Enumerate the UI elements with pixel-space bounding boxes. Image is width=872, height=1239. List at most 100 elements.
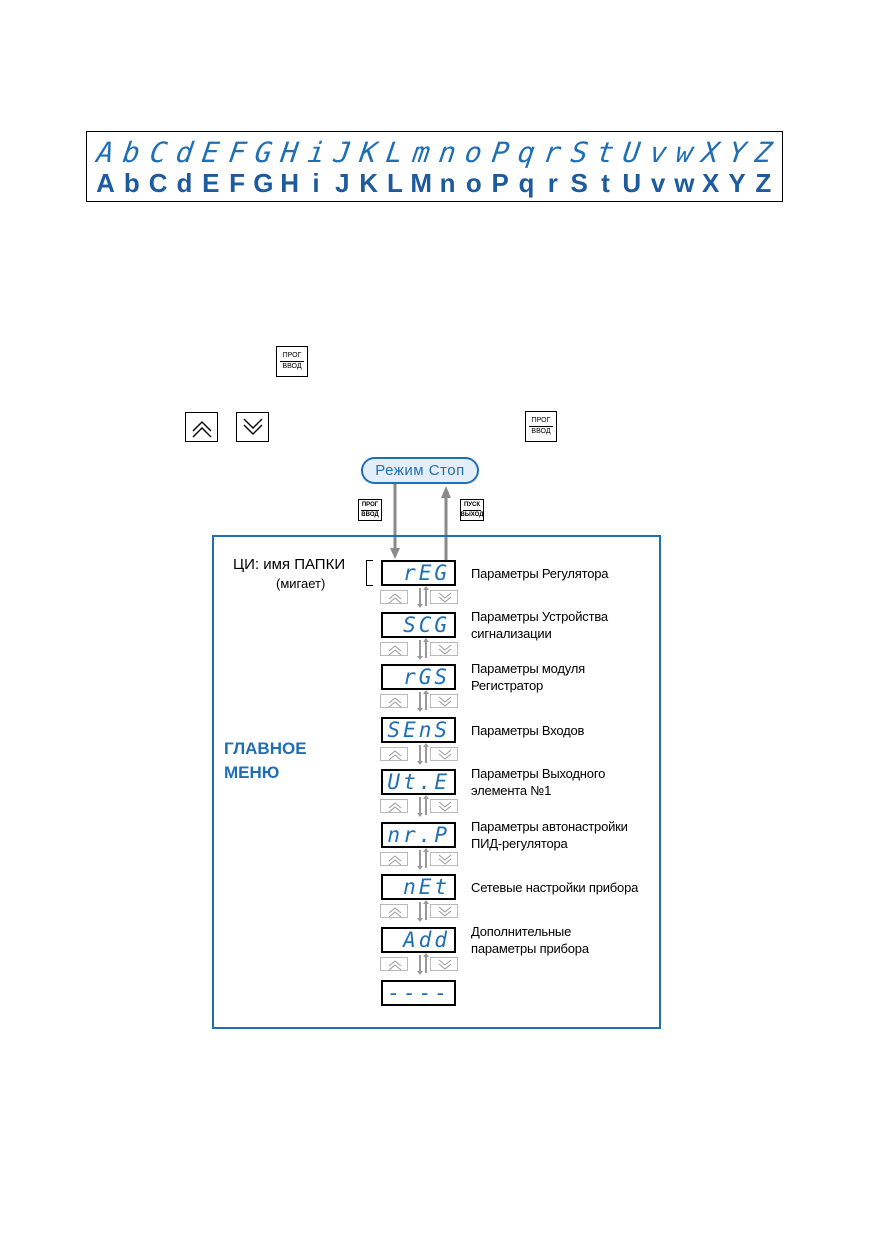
- ci-folder-label: ЦИ: имя ПАПКИ: [233, 556, 346, 573]
- menu-display-code: Add: [403, 928, 450, 952]
- menu-nav-row: [380, 743, 460, 765]
- menu-display-code: oUt.E: [383, 770, 450, 794]
- latin-letter: Z: [755, 168, 772, 198]
- menu-item-description: Параметры Регулятора: [471, 565, 609, 581]
- menu-display: rEG: [381, 560, 456, 586]
- up-down-flow-icon: [416, 848, 430, 870]
- prog-key-small: ПРОГ ВВОД: [358, 499, 382, 521]
- up-arrow-icon: [380, 590, 408, 604]
- menu-display: Add: [381, 927, 456, 953]
- menu-item-description: Дополнительные параметры прибора: [471, 924, 589, 956]
- prog-key-icon: ПРОГ ВВОД: [276, 346, 308, 377]
- up-arrow-icon: [380, 747, 408, 761]
- menu-display-code: rGS: [403, 665, 450, 689]
- menu-display: nEt: [381, 874, 456, 900]
- latin-letter: q: [518, 168, 535, 198]
- prog-key-bottom-label: ВВОД: [282, 363, 302, 370]
- main-menu-label: ГЛАВНОЕ МЕНЮ: [224, 739, 307, 782]
- menu-item-description: Параметры автонастройки ПИД-регулятора: [471, 819, 628, 851]
- menu-item-description: Параметры Выходного элемента №1: [471, 766, 606, 798]
- latin-letter: J: [335, 168, 350, 198]
- menu-display-code: SEnS: [387, 718, 450, 742]
- menu-item-description: Параметры Устройства сигнализации: [471, 609, 608, 641]
- menu-nav-row: [380, 690, 460, 712]
- down-arrow-icon: [430, 957, 458, 971]
- main-menu-frame: [212, 535, 661, 1029]
- latin-letter: w: [674, 168, 695, 198]
- menu-nav-row: [380, 953, 460, 975]
- stop-mode-pill: Режим Стоп: [361, 457, 479, 484]
- latin-letter: A: [96, 168, 115, 198]
- menu-display: rGS: [381, 664, 456, 690]
- menu-display: ----: [381, 980, 456, 1006]
- up-down-flow-icon: [416, 900, 430, 922]
- down-arrow-icon: [430, 642, 458, 656]
- up-down-flow-icon: [416, 953, 430, 975]
- ci-bracket: [366, 560, 373, 586]
- latin-letter: P: [491, 168, 509, 198]
- up-down-flow-icon: [416, 690, 430, 712]
- down-arrow-icon: [430, 852, 458, 866]
- latin-letter: H: [280, 168, 300, 198]
- up-arrow-icon: [380, 852, 408, 866]
- up-arrow-icon: [380, 642, 408, 656]
- menu-display: SEnS: [381, 717, 456, 743]
- prog-key-bottom-label: ВВОД: [361, 511, 379, 518]
- down-arrow-icon: [430, 904, 458, 918]
- menu-nav-row: [380, 638, 460, 660]
- prog-key-top-label: ПРОГ: [531, 417, 551, 424]
- latin-letter: S: [570, 168, 588, 198]
- latin-letter: U: [622, 168, 642, 198]
- latin-letter: X: [702, 168, 720, 198]
- latin-letter: L: [386, 168, 403, 198]
- down-arrow-icon: [430, 694, 458, 708]
- menu-display-code: rEG: [403, 561, 450, 585]
- up-down-flow-icon: [416, 638, 430, 660]
- latin-letter: Y: [728, 168, 746, 198]
- menu-display: oUt.E: [381, 769, 456, 795]
- latin-letter: r: [547, 168, 558, 198]
- latin-letter: C: [148, 168, 168, 198]
- menu-display-code: SCG: [403, 613, 450, 637]
- up-arrow-icon: [380, 799, 408, 813]
- up-down-flow-icon: [416, 586, 430, 608]
- latin-letter: M: [410, 168, 433, 198]
- start-key-small: ПУСК ВЫХОД: [460, 499, 484, 521]
- latin-letter: t: [601, 168, 610, 198]
- menu-nav-row: [380, 795, 460, 817]
- up-down-flow-icon: [416, 743, 430, 765]
- latin-letter: b: [123, 168, 140, 198]
- menu-nav-row: [380, 586, 460, 608]
- menu-item-description: Параметры модуля Регистратор: [471, 661, 586, 693]
- prog-key-top-label: ПРОГ: [361, 501, 379, 508]
- prog-key-bottom-label: ВВОД: [531, 428, 551, 435]
- latin-letter: E: [202, 168, 220, 198]
- menu-display-code: Anr.P: [383, 823, 450, 847]
- latin-letter: G: [253, 168, 274, 198]
- latin-letter: o: [465, 168, 482, 198]
- latin-letter: d: [176, 168, 193, 198]
- latin-letter: F: [229, 168, 245, 198]
- up-down-flow-icon: [416, 795, 430, 817]
- up-arrow-icon: [380, 957, 408, 971]
- start-key-top-label: ПУСК: [463, 501, 481, 508]
- up-arrow-icon: [380, 694, 408, 708]
- latin-letter: i: [312, 168, 320, 198]
- menu-nav-row: [380, 900, 460, 922]
- up-arrow-icon: [380, 904, 408, 918]
- down-arrow-icon: [430, 799, 458, 813]
- menu-display: SCG: [381, 612, 456, 638]
- menu-item-description: Сетевые настройки прибора: [471, 879, 639, 895]
- menu-nav-row: [380, 848, 460, 870]
- prog-key-top-label: ПРОГ: [282, 352, 302, 359]
- menu-display-code: nEt: [403, 875, 450, 899]
- up-key-icon: [185, 412, 218, 442]
- prog-key-icon-2: ПРОГ ВВОД: [525, 411, 557, 442]
- menu-display-code: ----: [387, 981, 450, 1005]
- down-key-icon: [236, 412, 269, 442]
- latin-letter: K: [359, 168, 379, 198]
